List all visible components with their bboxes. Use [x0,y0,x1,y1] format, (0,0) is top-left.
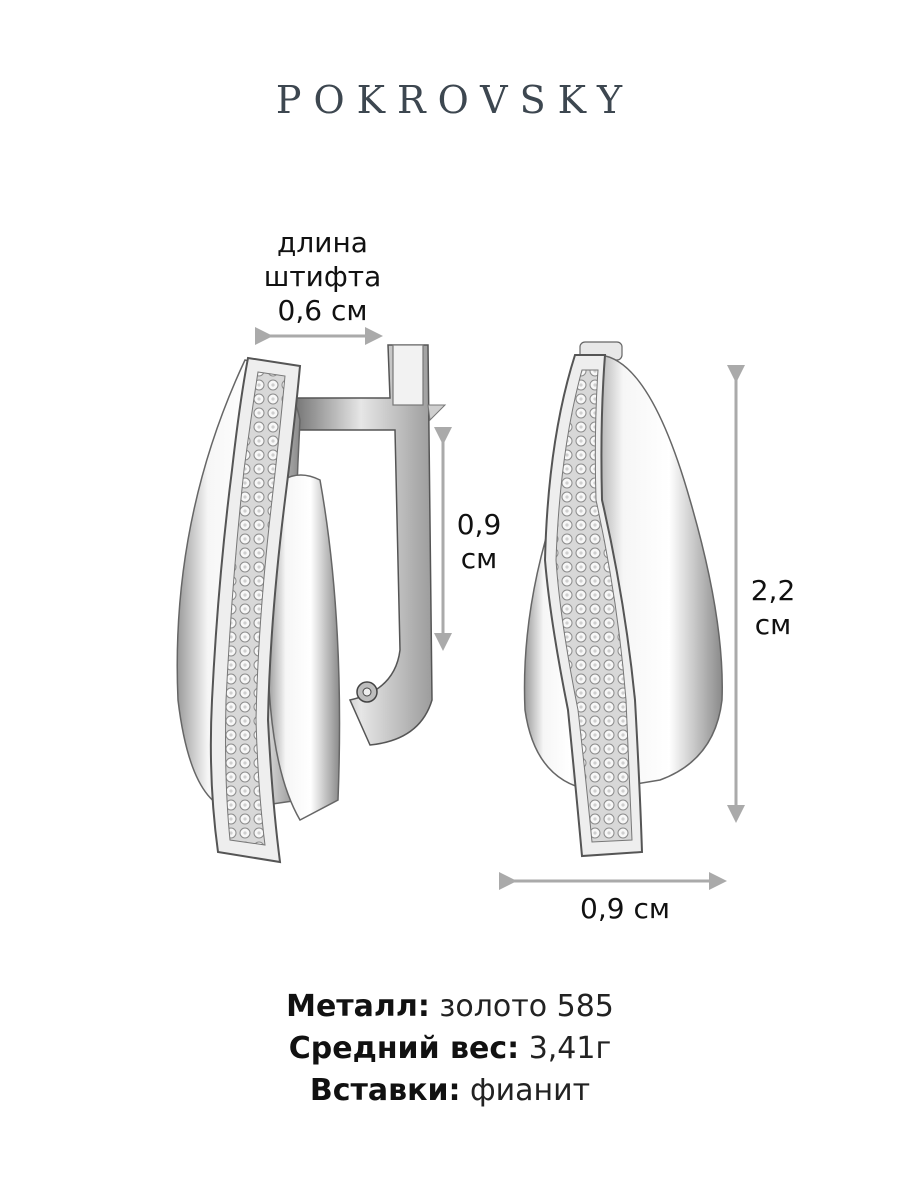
pin-length-line1: длина [277,226,368,259]
total-height-unit: см [754,608,792,641]
brand-logo: POKROVSKY [275,78,635,122]
spec-metal-value: золото 585 [439,989,614,1024]
clasp-height-value: 0,9 [456,508,502,541]
spec-metal: Металл: золото 585 [0,986,900,1028]
spec-weight-value: 3,41г [528,1031,612,1066]
pin-length-label: длина штифта 0,6 см [240,226,405,328]
right-earring [523,341,723,858]
spec-inserts: Вставки: фианит [0,1070,900,1112]
spec-inserts-value: фианит [470,1073,591,1108]
clasp-height-label: 0,9 см [446,508,512,576]
total-height-value: 2,2 [750,574,796,607]
pin-length-value: 0,6 см [277,294,368,327]
spec-weight: Средний вес: 3,41г [0,1028,900,1070]
dimension-arrows [255,327,745,890]
clasp-height-unit: см [460,542,498,575]
spec-weight-label: Средний вес: [288,1031,520,1066]
width-label: 0,9 см [580,892,670,925]
left-earring [176,344,447,864]
product-specs: Металл: золото 585 Средний вес: 3,41г Вс… [0,986,900,1112]
spec-inserts-label: Вставки: [309,1073,461,1108]
pin-length-line2: штифта [263,260,382,293]
spec-metal-label: Металл: [286,989,430,1024]
total-height-label: 2,2 см [740,574,806,642]
